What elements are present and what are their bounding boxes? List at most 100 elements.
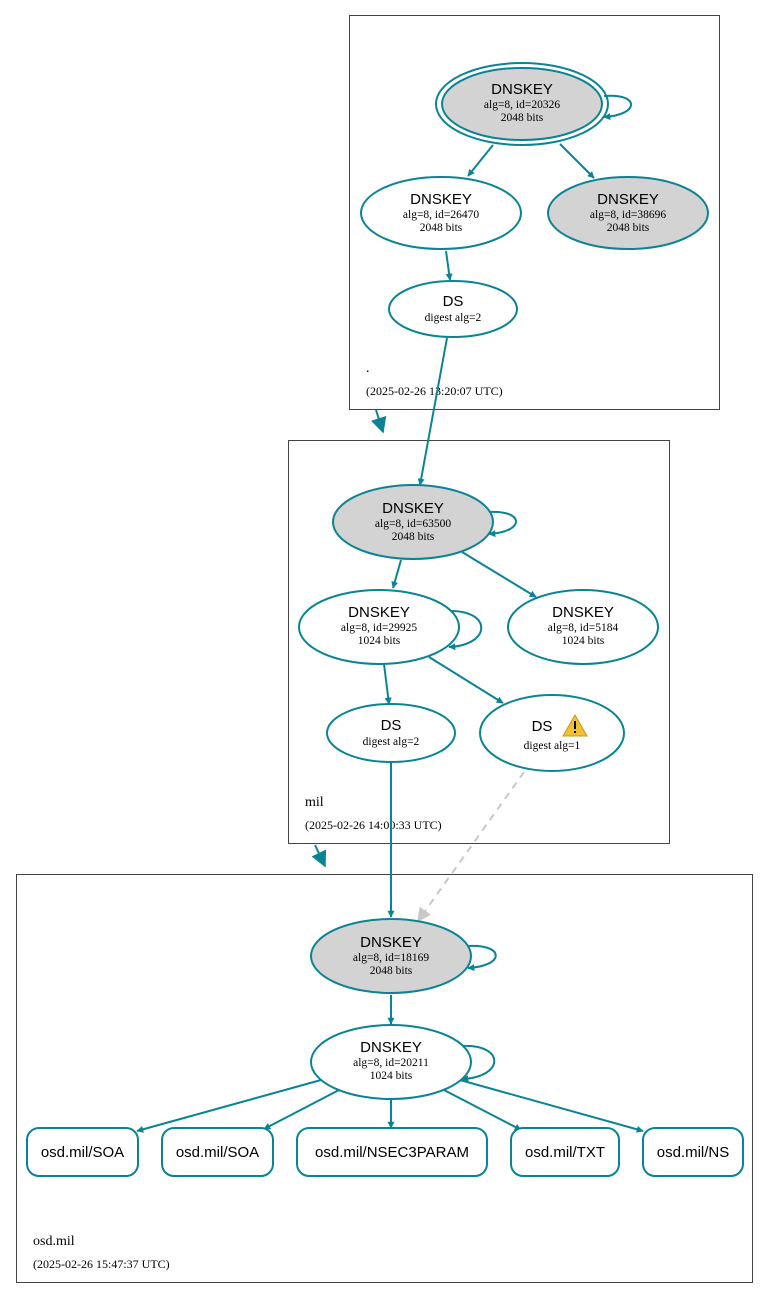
edge-osd-zsk-self [461, 1044, 495, 1083]
node-root-k2-shape [547, 176, 709, 250]
node-mil-ds1-line1: digest alg=1 [524, 740, 581, 752]
rrset-txt-label: osd.mil/TXT [525, 1144, 605, 1161]
rrset-ns[interactable]: osd.mil/NS [642, 1127, 744, 1177]
node-root-k2[interactable]: DNSKEY alg=8, id=38696 2048 bits [547, 176, 709, 250]
edge-mil-zsk-to-ds1 [428, 656, 504, 704]
delegation-mil-to-osd [311, 844, 327, 868]
edge-root-ksk-self [603, 94, 632, 121]
node-root-zsk[interactable]: DNSKEY alg=8, id=26470 2048 bits [360, 176, 522, 250]
node-root-ds-shape [388, 280, 518, 338]
node-mil-ksk-line1: alg=8, id=63500 [375, 518, 451, 530]
node-mil-ksk-line2: 2048 bits [392, 531, 435, 543]
node-root-zsk-title: DNSKEY [410, 191, 472, 208]
edge-mil-zsk-to-ds2 [383, 663, 392, 705]
zone-root-name: . [366, 361, 370, 376]
warning-icon [562, 713, 588, 737]
edge-root-zsk-to-ds [445, 250, 453, 281]
zone-root-timestamp: (2025-02-26 13:20:07 UTC) [366, 384, 503, 398]
node-mil-ds1[interactable]: DS digest alg=1 [479, 694, 625, 772]
edge-mil-ksk-self [488, 510, 517, 538]
delegation-root-to-mil [371, 409, 387, 434]
node-mil-zsk-shape [298, 589, 460, 665]
node-mil-zsk-line2: 1024 bits [358, 635, 401, 647]
node-mil-k2-shape [507, 589, 659, 665]
edge-osd-zsk-to-txt [443, 1089, 522, 1131]
node-root-ksk-line2: 2048 bits [501, 112, 544, 124]
edge-osd-zsk-to-soa-1 [136, 1079, 322, 1133]
node-mil-zsk[interactable]: DNSKEY alg=8, id=29925 1024 bits [298, 589, 460, 665]
zone-mil-timestamp: (2025-02-26 14:00:33 UTC) [305, 818, 442, 832]
node-mil-ds1-title: DS [532, 718, 553, 735]
edge-osd-zsk-to-soa-2 [263, 1089, 340, 1130]
node-osd-zsk-shape [310, 1024, 472, 1100]
node-root-zsk-line1: alg=8, id=26470 [403, 209, 479, 221]
node-root-ksk-shape [441, 67, 603, 141]
zone-osd-name: osd.mil [33, 1234, 75, 1249]
node-root-zsk-line2: 2048 bits [420, 222, 463, 234]
rrset-txt[interactable]: osd.mil/TXT [510, 1127, 620, 1177]
zone-osd: osd.mil (2025-02-26 15:47:37 UTC) [16, 874, 753, 1283]
edge-mil-ksk-to-zsk [391, 559, 402, 589]
node-mil-ds2-title: DS [381, 717, 402, 734]
edge-osd-ksk-self [467, 944, 497, 972]
node-root-ksk-outer-ring [435, 62, 609, 146]
node-mil-ds2[interactable]: DS digest alg=2 [326, 703, 456, 763]
zone-mil-box [288, 440, 670, 844]
zone-osd-timestamp: (2025-02-26 15:47:37 UTC) [33, 1257, 170, 1271]
edges [136, 94, 644, 1133]
rrset-soa-1-label: osd.mil/SOA [41, 1144, 124, 1161]
node-mil-ksk[interactable]: DNSKEY alg=8, id=63500 2048 bits [332, 484, 494, 560]
node-mil-ds2-line1: digest alg=2 [363, 736, 420, 748]
node-root-ksk-title: DNSKEY [491, 81, 553, 98]
rrset-soa-1-shape [26, 1127, 139, 1177]
zone-mil-name: mil [305, 795, 324, 810]
rrset-soa-2[interactable]: osd.mil/SOA [161, 1127, 274, 1177]
rrset-ns-label: osd.mil/NS [657, 1144, 730, 1161]
edge-root-ksk-to-zsk [467, 144, 494, 177]
node-osd-ksk[interactable]: DNSKEY alg=8, id=18169 2048 bits [310, 918, 472, 994]
node-root-ksk-line1: alg=8, id=20326 [484, 99, 560, 111]
edge-mil-zsk-self [448, 609, 483, 651]
node-osd-ksk-line1: alg=8, id=18169 [353, 952, 429, 964]
rrset-nsec3param-shape [296, 1127, 488, 1177]
node-mil-ds1-shape [479, 694, 625, 772]
node-root-zsk-shape [360, 176, 522, 250]
node-mil-k2[interactable]: DNSKEY alg=8, id=5184 1024 bits [507, 589, 659, 665]
rrset-soa-1[interactable]: osd.mil/SOA [26, 1127, 139, 1177]
edge-osd-zsk-to-ns [459, 1079, 644, 1133]
zone-root-box [349, 15, 720, 410]
node-mil-ksk-shape [332, 484, 494, 560]
rrset-ns-shape [642, 1127, 744, 1177]
node-osd-zsk-line1: alg=8, id=20211 [353, 1057, 429, 1069]
node-root-k2-line1: alg=8, id=38696 [590, 209, 666, 221]
rrset-txt-shape [510, 1127, 620, 1177]
node-osd-zsk[interactable]: DNSKEY alg=8, id=20211 1024 bits [310, 1024, 472, 1100]
node-root-k2-line2: 2048 bits [607, 222, 650, 234]
rrset-soa-2-shape [161, 1127, 274, 1177]
node-mil-zsk-line1: alg=8, id=29925 [341, 622, 417, 634]
node-mil-k2-title: DNSKEY [552, 604, 614, 621]
node-mil-ksk-title: DNSKEY [382, 500, 444, 517]
rrset-nsec3param[interactable]: osd.mil/NSEC3PARAM [296, 1127, 488, 1177]
node-mil-k2-line2: 1024 bits [562, 635, 605, 647]
node-mil-zsk-title: DNSKEY [348, 604, 410, 621]
node-osd-ksk-shape [310, 918, 472, 994]
edge-mil-ksk-to-k2 [461, 551, 537, 598]
edge-root-ds-to-mil-ksk [417, 337, 448, 486]
edge-root-ksk-to-k2 [559, 143, 595, 179]
node-root-ds-line1: digest alg=2 [425, 312, 482, 324]
node-mil-k2-line1: alg=8, id=5184 [548, 622, 619, 634]
node-osd-zsk-line2: 1024 bits [370, 1070, 413, 1082]
node-osd-zsk-title: DNSKEY [360, 1039, 422, 1056]
node-root-ds[interactable]: DS digest alg=2 [388, 280, 518, 338]
node-osd-ksk-title: DNSKEY [360, 934, 422, 951]
rrset-nsec3param-label: osd.mil/NSEC3PARAM [315, 1144, 469, 1161]
node-root-k2-title: DNSKEY [597, 191, 659, 208]
delegation-arrows [311, 409, 387, 868]
edge-mil-ds1-to-osd-ksk [417, 771, 525, 923]
zone-root: . (2025-02-26 13:20:07 UTC) [349, 15, 720, 410]
zone-osd-box [16, 874, 753, 1283]
node-root-ksk[interactable]: DNSKEY alg=8, id=20326 2048 bits [435, 62, 609, 146]
node-root-ds-title: DS [443, 293, 464, 310]
